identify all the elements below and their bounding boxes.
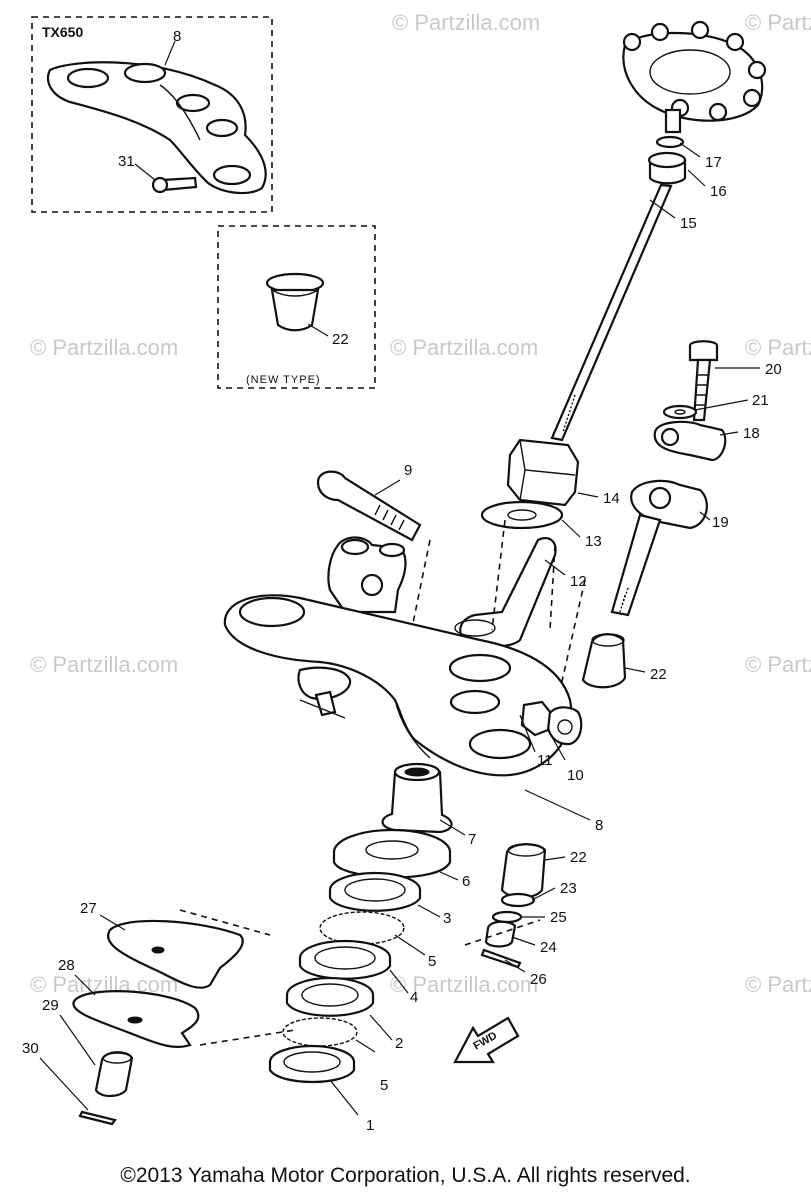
washer-17	[655, 135, 685, 149]
callouts: 1 2 3 4 5 5 6 7 8 9 10 11 12 13 14 15 16…	[22, 154, 782, 1134]
watermark: © Partzilla.com	[745, 335, 811, 360]
inset-title: TX650	[42, 24, 83, 40]
callout-10: 10	[567, 767, 584, 784]
new-type-label: (NEW TYPE)	[246, 374, 321, 386]
handlebar-holder	[327, 536, 407, 614]
race-2	[285, 976, 375, 1017]
tx650-bracket-drawing	[46, 61, 267, 195]
seal-1	[268, 1044, 356, 1084]
race-cover-6	[332, 828, 452, 879]
callout-18: 18	[743, 425, 760, 442]
callout-12: 12	[570, 573, 587, 590]
tx650-inset: TX650 8 31	[31, 16, 273, 213]
callout-4: 4	[410, 989, 418, 1006]
cap-22-top	[581, 633, 627, 689]
washer-23	[500, 892, 536, 908]
race-3	[328, 871, 422, 912]
callout-22-top: 22	[650, 666, 667, 683]
steering-stem-7	[381, 762, 453, 834]
callout-21: 21	[752, 392, 769, 409]
callout-14: 14	[603, 490, 620, 507]
callout-3: 3	[443, 910, 451, 927]
inset-frame	[31, 16, 273, 213]
clamp-19	[610, 479, 708, 617]
watermark: © Partzilla.com	[392, 10, 540, 35]
callout-25: 25	[550, 909, 567, 926]
callout-13: 13	[585, 533, 602, 550]
callout-26: 26	[530, 971, 547, 988]
copyright-notice: ©2013 Yamaha Motor Corporation, U.S.A. A…	[120, 1164, 691, 1187]
washer-13	[480, 500, 564, 530]
inset-frame	[217, 225, 376, 389]
washer-21	[662, 404, 698, 420]
callout-29: 29	[42, 997, 59, 1014]
callout-5-top: 5	[428, 953, 436, 970]
plate-12	[454, 537, 557, 648]
callout-16: 16	[710, 183, 727, 200]
callout-6: 6	[462, 873, 470, 890]
callout-5-bottom: 5	[380, 1077, 388, 1094]
callout-1: 1	[366, 1117, 374, 1134]
rod-15	[550, 183, 673, 442]
steering-damper-knob	[622, 20, 767, 134]
leader-lines	[39, 142, 760, 1116]
watermark: © Partzilla.com	[390, 972, 538, 997]
callout-31: 31	[118, 153, 135, 170]
callout-19: 19	[712, 514, 729, 531]
callout-2: 2	[395, 1035, 403, 1052]
ball-bearings-5-top	[319, 911, 405, 945]
cap-22-new-drawing	[265, 272, 325, 332]
callout-8: 8	[595, 817, 603, 834]
ball-bearings-5-bottom	[282, 1017, 358, 1047]
new-type-inset: 22 (NEW TYPE)	[217, 225, 376, 389]
race-4	[298, 939, 392, 980]
callout-24: 24	[540, 939, 557, 956]
watermark: © Partzilla.com	[745, 10, 811, 35]
callout-28: 28	[58, 957, 75, 974]
watermark: © Partzilla.com	[390, 335, 538, 360]
watermark: © Partzilla.com	[30, 652, 178, 677]
collar-16	[647, 151, 687, 185]
washer-25	[491, 910, 523, 924]
cap-22-lower	[500, 843, 547, 899]
watermarks: © Partzilla.com © Partzilla.com © Partzi…	[30, 10, 811, 997]
callout-17: 17	[705, 154, 722, 171]
callout-8: 8	[173, 28, 181, 45]
callout-9: 9	[404, 462, 412, 479]
watermark: © Partzilla.com	[745, 652, 811, 677]
callout-15: 15	[680, 215, 697, 232]
pin-30	[78, 1110, 117, 1126]
nut-14	[506, 438, 580, 507]
bush-24	[484, 920, 517, 948]
plate-28	[72, 990, 200, 1049]
watermark: © Partzilla.com	[745, 972, 811, 997]
bolt-9	[316, 470, 422, 542]
clamp-18	[653, 420, 727, 462]
callout-22-new: 22	[332, 331, 349, 348]
callout-30: 30	[22, 1040, 39, 1057]
upper-bracket-8	[223, 594, 573, 777]
collar-29	[94, 1051, 134, 1098]
callout-27: 27	[80, 900, 97, 917]
pin-26	[480, 948, 522, 969]
callout-23: 23	[560, 880, 577, 897]
plate-27	[107, 919, 244, 989]
callout-22-lower: 22	[570, 849, 587, 866]
watermark: © Partzilla.com	[30, 335, 178, 360]
callout-11: 11	[537, 752, 553, 769]
callout-20: 20	[765, 361, 782, 378]
bolt-31-drawing	[151, 176, 198, 194]
callout-7: 7	[468, 831, 476, 848]
bolt-20	[688, 340, 719, 422]
fwd-arrow-icon: FWD	[453, 1016, 520, 1064]
